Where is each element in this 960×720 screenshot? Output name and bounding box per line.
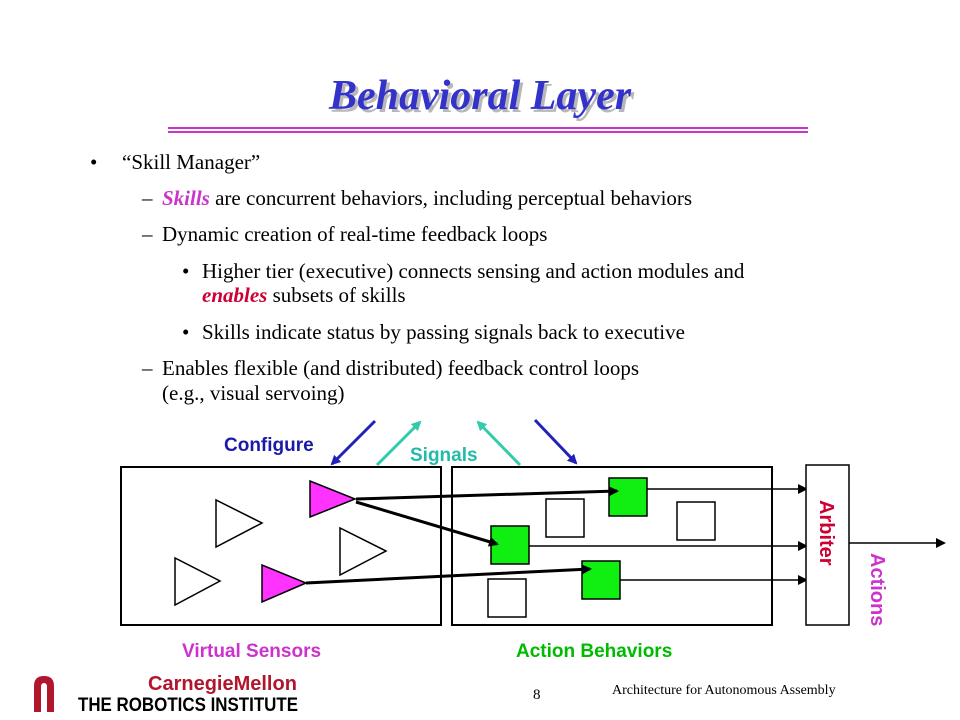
sensor-to-behavior-arrow — [355, 486, 619, 501]
subsub-bullet-higher-tier-cont: enables subsets of skills — [202, 283, 406, 307]
behavior-square-inactive — [545, 498, 585, 538]
bullet-skill-manager: “Skill Manager” — [122, 150, 261, 174]
dot-marker: • — [182, 320, 190, 344]
actions-label: Actions — [866, 553, 888, 626]
signals-label: Signals — [410, 445, 478, 466]
arbiter-label: Arbiter — [815, 500, 837, 566]
behavior-square-active — [608, 477, 648, 517]
action-behaviors-caption: Action Behaviors — [516, 641, 672, 662]
virtual-sensors-caption: Virtual Sensors — [182, 641, 321, 662]
behavior-square-inactive — [676, 501, 716, 541]
robotics-institute-logo: CarnegieMellon THE ROBOTICS INSTITUTE — [34, 673, 298, 714]
dash-marker: – — [142, 356, 153, 380]
dash-marker: – — [142, 222, 153, 246]
sensor-triangle-active — [309, 479, 358, 519]
carnegie-mellon-wordmark: CarnegieMellon — [148, 673, 297, 695]
cmu-r-emblem — [34, 676, 54, 712]
footer-course-title: Architecture for Autonomous Assembly — [612, 683, 836, 698]
skills-description: are concurrent behaviors, including perc… — [209, 186, 693, 210]
sub-bullet-dynamic-creation: Dynamic creation of real-time feedback l… — [162, 222, 548, 246]
sensor-to-behavior-arrow — [305, 564, 592, 585]
skills-emphasis: Skills — [162, 186, 210, 210]
sensor-triangle-inactive — [339, 526, 388, 577]
sensor-to-behavior-arrow — [355, 500, 499, 547]
sensor-triangle-inactive — [174, 556, 222, 607]
configure-label: Configure — [224, 435, 314, 456]
sub-bullet-enables-flexible-cont: (e.g., visual servoing) — [162, 381, 345, 405]
behavior-square-active — [581, 560, 621, 600]
title-underline — [168, 127, 808, 129]
arbiter-box — [805, 464, 850, 626]
sub-bullet-skills: Skills are concurrent behaviors, includi… — [162, 186, 692, 210]
enables-description: subsets of skills — [267, 283, 406, 307]
signals-arrow-right — [476, 420, 522, 467]
dash-marker: – — [142, 186, 153, 210]
configure-arrow-left — [330, 419, 377, 466]
signals-arrow-left — [375, 420, 422, 467]
sensor-triangle-active — [261, 563, 308, 604]
title-underline-second — [168, 131, 808, 133]
behavior-square-inactive — [487, 578, 527, 618]
enables-emphasis: enables — [202, 283, 268, 307]
sub-bullet-enables-flexible: Enables flexible (and distributed) feedb… — [162, 356, 640, 380]
subsub-bullet-skills-status: Skills indicate status by passing signal… — [202, 320, 685, 344]
robotics-institute-wordmark: THE ROBOTICS INSTITUTE — [78, 695, 298, 714]
subsub-bullet-higher-tier: Higher tier (executive) connects sensing… — [202, 259, 745, 283]
virtual-sensors-box — [120, 466, 442, 626]
page-number: 8 — [533, 687, 541, 703]
sensor-triangle-inactive — [215, 498, 264, 549]
dot-marker: • — [182, 259, 190, 283]
bullet-marker: • — [90, 150, 98, 174]
slide-title: Behavioral Layer — [328, 73, 632, 119]
configure-arrow-right — [533, 418, 578, 465]
